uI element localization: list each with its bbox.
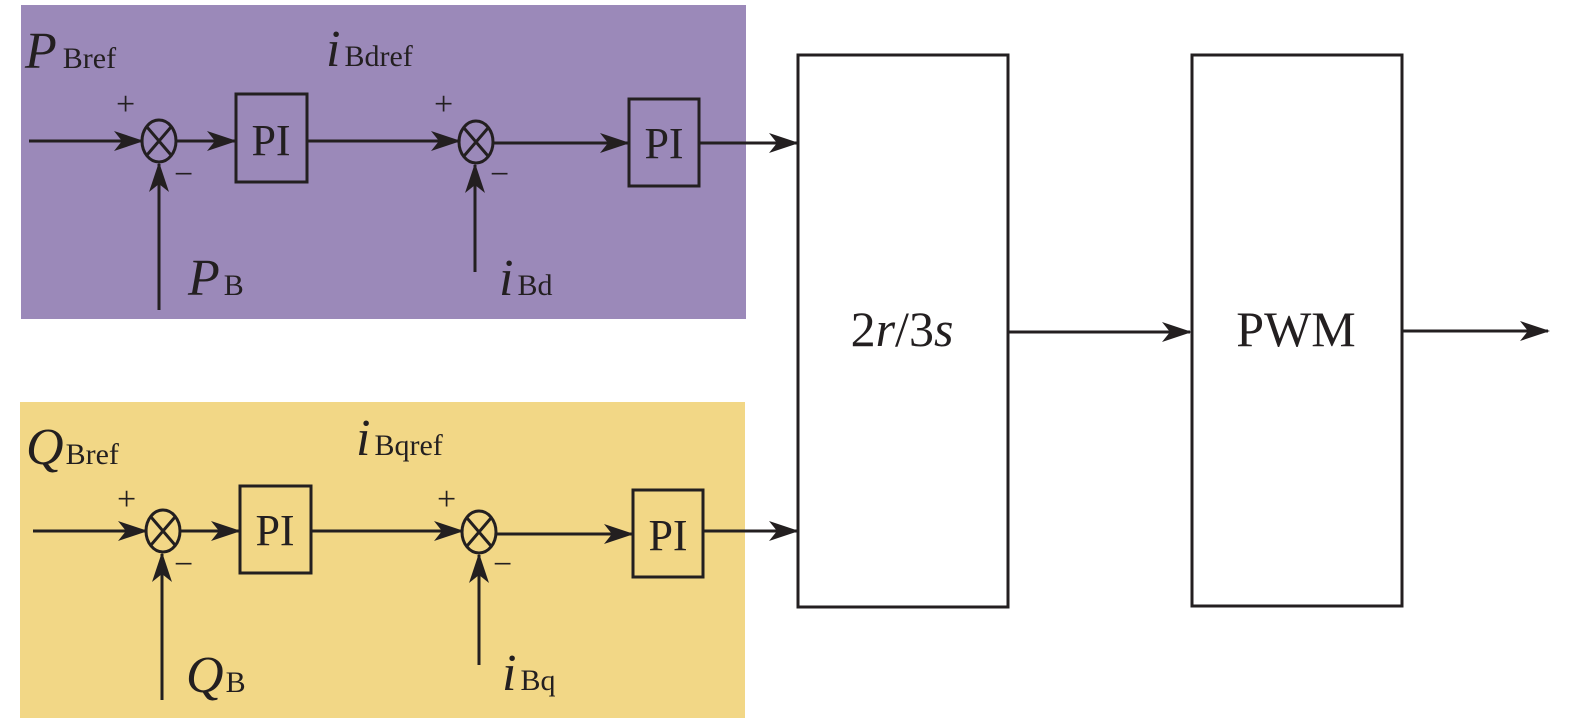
p-minus-sign-1: − <box>174 156 193 193</box>
q-pi-label-1: PI <box>255 506 294 555</box>
q-loop-panel <box>20 402 745 718</box>
q-bref-label: QBref <box>26 419 119 476</box>
p-pi-label-1: PI <box>251 116 290 165</box>
q-plus-sign-2: + <box>437 481 456 518</box>
transform-label: 2r/3s <box>851 301 954 357</box>
q-plus-sign-1: + <box>117 481 136 518</box>
p-pi-block-1 <box>234 92 309 184</box>
q-b-label: QB <box>186 647 246 704</box>
p-minus-sign-2: − <box>490 156 509 193</box>
q-minus-sign-2: − <box>493 546 512 583</box>
p-pi-label-2: PI <box>644 119 683 168</box>
q-pi-label-2: PI <box>648 511 687 560</box>
q-pi-block-2 <box>631 488 705 579</box>
pwm-label: PWM <box>1236 301 1355 357</box>
p-plus-sign-1: + <box>116 86 135 123</box>
p-plus-sign-2: + <box>434 86 453 123</box>
q-minus-sign-1: − <box>174 546 193 583</box>
p-loop-panel <box>21 5 746 319</box>
